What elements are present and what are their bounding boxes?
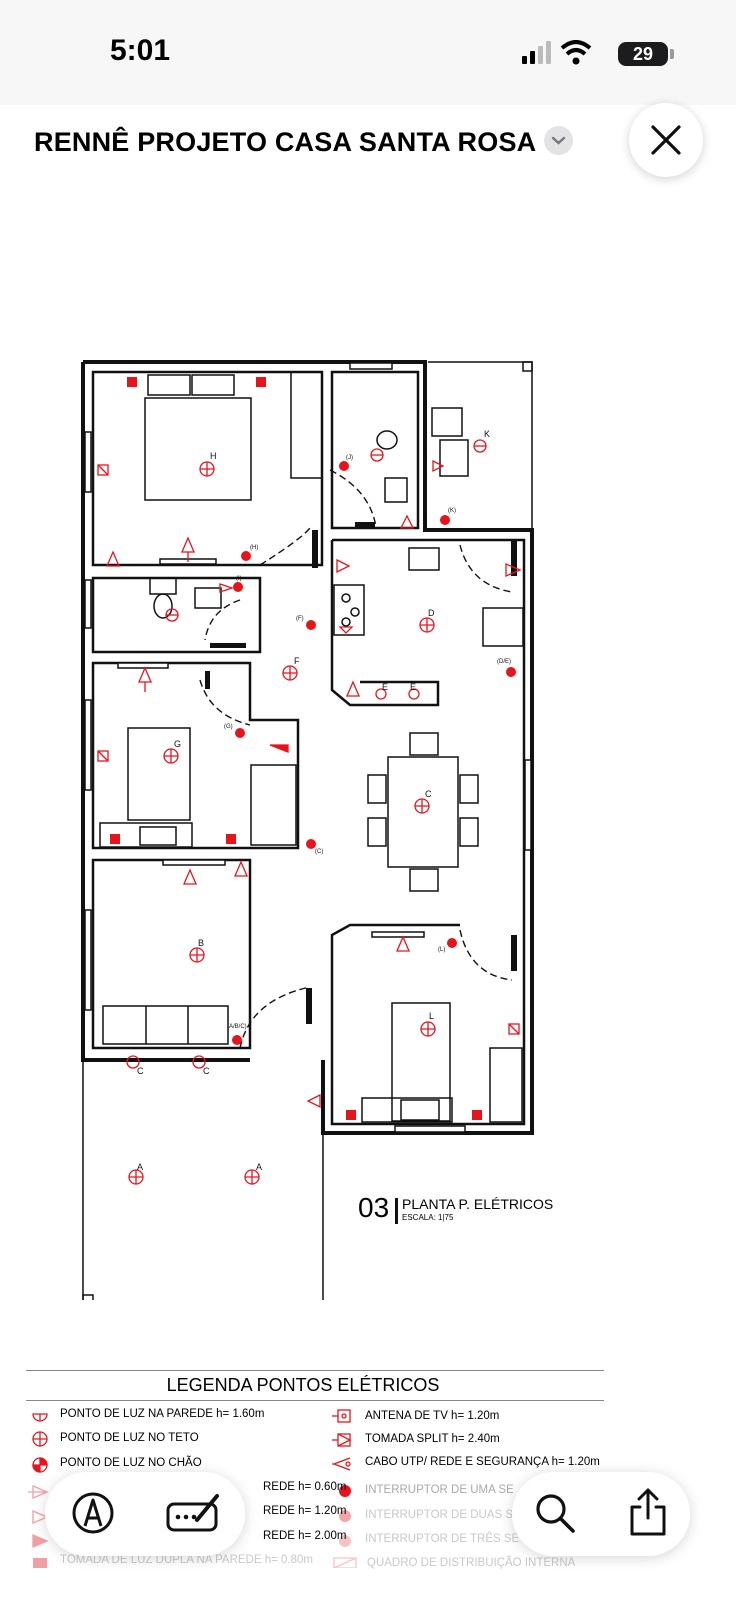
plan-circuit-label: (G) [224, 724, 233, 730]
legend-item: REDE h= 0.60m [263, 1481, 347, 1493]
plan-circuit-label: (K) [448, 508, 456, 514]
plan-room-label: E [382, 682, 388, 692]
battery-indicator: 29 [618, 42, 668, 66]
legend-title: LEGENDA PONTOS ELÉTRICOS [166, 1375, 440, 1395]
share-icon [630, 1488, 666, 1536]
legend-item: PONTO DE LUZ NA PAREDE h= 1.60m [60, 1408, 265, 1420]
plan-number: 03 [358, 1192, 390, 1223]
legend-item: QUADRO DE DISTRIBUIÇÃO INTERNA [367, 1557, 576, 1569]
legend-item: TOMADA SPLIT h= 2.40m [365, 1433, 500, 1445]
floor-plan-drawing: H D F G C B L A A K E E C C (J) (H) (I) (F) (K) (D/E) (G) (C)… [81, 360, 534, 1300]
plan-room-label: C [137, 1066, 144, 1076]
close-button[interactable] [629, 103, 703, 177]
plan-room-label: A [256, 1162, 262, 1172]
share-button[interactable] [626, 1486, 670, 1538]
plan-room-label: H [210, 451, 217, 461]
legend-item: REDE h= 2.00m [263, 1530, 347, 1542]
plan-scale: ESCALA: 1|75 [402, 1213, 454, 1222]
legend-item: PONTO DE LUZ NO CHÃO [60, 1457, 202, 1469]
title-bar [0, 105, 736, 180]
legend-item: REDE h= 1.20m [263, 1505, 347, 1517]
plan-circuit-label: (F) [296, 616, 304, 622]
markup-toolbar [45, 1472, 245, 1556]
plan-room-label: G [174, 739, 181, 749]
plan-circuit-label: (H) [250, 545, 258, 551]
legend-top-rule [26, 1370, 604, 1371]
plan-room-label: C [203, 1066, 210, 1076]
status-time: 5:01 [110, 34, 171, 67]
plan-circuit-label: (J) [346, 455, 353, 461]
signal-wifi-icon [522, 40, 592, 65]
plan-room-label: F [294, 656, 300, 666]
title-menu-button[interactable] [544, 126, 573, 155]
chevron-down-icon [551, 136, 566, 145]
legend-symbols-right [332, 1409, 357, 1568]
plan-room-label: C [425, 789, 432, 799]
search-icon [536, 1494, 575, 1533]
legend-item: PONTO DE LUZ NO TETO [60, 1432, 199, 1444]
plan-circuit-label: (L) [438, 947, 445, 953]
signature-button[interactable] [165, 1490, 223, 1536]
markup-pen-icon [72, 1492, 114, 1534]
close-icon [651, 125, 681, 155]
plan-room-label: K [484, 429, 490, 439]
plan-title: PLANTA P. ELÉTRICOS [402, 1196, 554, 1212]
legend-item: TOMADA DE LUZ DUPLA NA PAREDE h= 0.80m [60, 1554, 313, 1566]
signature-icon [166, 1494, 219, 1532]
plan-room-label: A [137, 1162, 143, 1172]
plan-circuit-label: (D/E) [497, 659, 511, 665]
legend-title-rule [26, 1400, 604, 1401]
legend-item: CABO UTP/ REDE E SEGURANÇA h= 1.20m [365, 1456, 600, 1468]
legend-item: INTERRUPTOR DE DUAS S [365, 1509, 514, 1521]
search-share-toolbar [512, 1472, 690, 1556]
plan-room-label: D [428, 608, 435, 618]
plan-room-label: E [410, 682, 416, 692]
search-button[interactable] [532, 1490, 578, 1536]
plan-room-label: L [429, 1011, 434, 1021]
plan-title-divider [395, 1198, 398, 1224]
battery-tip [670, 49, 674, 59]
legend-item: INTERRUPTOR DE UMA SE [365, 1484, 514, 1496]
plan-circuit-label: (A/B/C) [227, 1024, 247, 1030]
legend-item: ANTENA DE TV h= 1.20m [365, 1410, 500, 1422]
plan-room-label: B [198, 938, 204, 948]
status-bar: 5:01 29 [0, 0, 736, 105]
document-title[interactable]: RENNÊ PROJETO CASA SANTA ROSA [34, 127, 537, 157]
legend-item: INTERRUPTOR DE TRÊS SE [365, 1533, 520, 1545]
plan-circuit-label: (I) [236, 576, 242, 582]
legend-symbols-left [28, 1413, 49, 1568]
markup-pen-button[interactable] [68, 1488, 118, 1538]
plan-circuit-label: (C) [315, 849, 323, 855]
